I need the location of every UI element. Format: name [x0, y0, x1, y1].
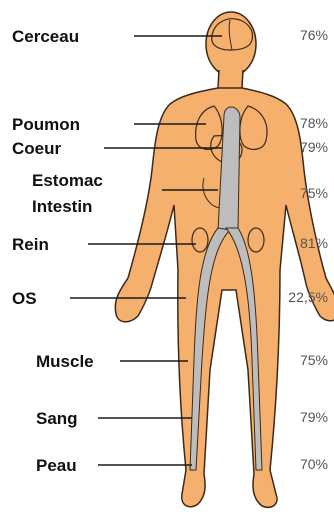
- percent-rein: 81%: [300, 236, 328, 250]
- percent-cerceau: 76%: [300, 28, 328, 42]
- body-silhouette: [115, 12, 334, 507]
- organ-label-cerceau: Cerceau: [12, 28, 79, 45]
- organ-label-muscle: Muscle: [36, 353, 94, 370]
- organ-label-sang: Sang: [36, 410, 78, 427]
- percent-intestin: 75%: [300, 186, 328, 200]
- percent-coeur: 79%: [300, 140, 328, 154]
- organ-label-coeur: Coeur: [12, 140, 61, 157]
- percent-sang: 79%: [300, 410, 328, 424]
- organ-label-poumon: Poumon: [12, 116, 80, 133]
- organ-label-intestin: Intestin: [32, 198, 92, 215]
- percent-os: 22,5%: [288, 290, 328, 304]
- organ-label-estomac: Estomac: [32, 172, 103, 189]
- percent-muscle: 75%: [300, 353, 328, 367]
- percent-peau: 70%: [300, 457, 328, 471]
- percent-poumon: 78%: [300, 116, 328, 130]
- organ-label-os: OS: [12, 290, 37, 307]
- organ-label-peau: Peau: [36, 457, 77, 474]
- organ-label-rein: Rein: [12, 236, 49, 253]
